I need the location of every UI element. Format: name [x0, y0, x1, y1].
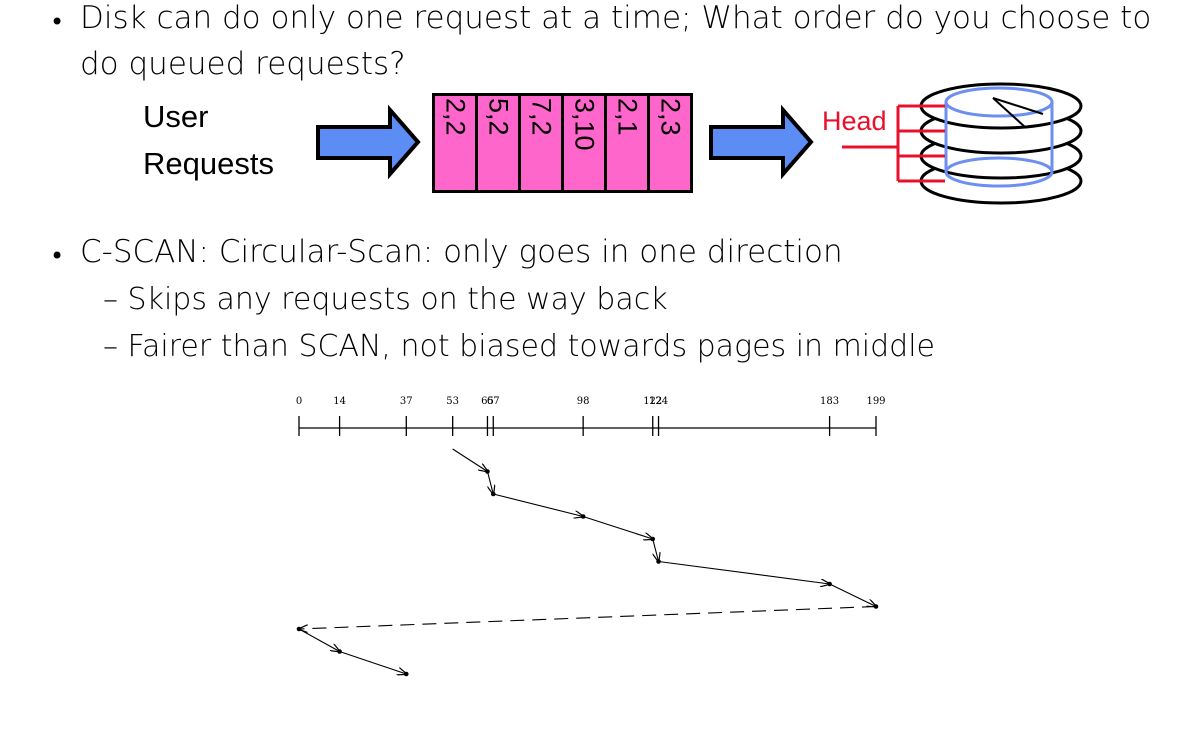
disk-icon: [919, 82, 1083, 205]
x-tick-label: 37: [400, 396, 413, 407]
request-point: [827, 581, 832, 587]
queue-item: 5,2: [478, 96, 521, 190]
bullet-line-1: Disk can do only one request at a time; …: [80, 0, 1152, 36]
request-point: [650, 536, 656, 542]
seek-segment: [582, 515, 653, 540]
queue-item: 7,2: [521, 96, 564, 190]
x-tick-label: 98: [577, 396, 590, 407]
seek-segment: [452, 448, 488, 472]
request-point: [296, 626, 302, 632]
x-tick-label: 122: [643, 396, 662, 407]
request-point: [485, 469, 490, 474]
x-tick-label: 67: [487, 396, 500, 407]
seek-segment: [486, 471, 493, 495]
seek-segment: [658, 560, 830, 585]
request-point: [337, 649, 342, 654]
queue-item: 2,3: [655, 98, 686, 136]
arrow-right-icon: [316, 104, 421, 180]
request-point: [580, 514, 586, 519]
seek-segment: [339, 650, 407, 675]
sub-bullet-2: – Fairer than SCAN, not biased towards p…: [103, 329, 936, 364]
x-tick-label: 199: [866, 396, 885, 407]
x-tick-label: 124: [649, 396, 668, 407]
user-label: User: [143, 99, 209, 134]
queue-item: 2,2: [435, 96, 478, 190]
request-point: [656, 559, 661, 564]
request-queue: 2,2 5,2 7,2 3,10 2,1 2,3: [432, 93, 693, 193]
return-sweep-segment: [299, 605, 877, 630]
x-tick-label: 0: [296, 396, 302, 407]
head-arm: [842, 104, 945, 183]
head-label: Head: [822, 106, 887, 136]
seek-segment: [652, 538, 659, 562]
x-tick-label: 53: [446, 396, 459, 407]
bullet-line-2: do queued requests?: [80, 46, 406, 82]
seek-segment: [829, 583, 876, 607]
request-point: [490, 491, 496, 497]
bullet-dot: •: [50, 8, 65, 36]
x-tick-label: 65: [481, 396, 494, 407]
arrow-right-icon: [709, 104, 814, 180]
queue-item: 3,10: [564, 96, 607, 190]
bullet-line-3: C-SCAN: Circular-Scan: only goes in one …: [80, 234, 843, 270]
x-tick-label: 183: [820, 396, 839, 407]
seek-segment: [493, 493, 583, 517]
request-point: [403, 671, 409, 677]
request-point: [873, 604, 879, 609]
queue-item: 2,1: [607, 96, 650, 190]
requests-label: Requests: [143, 146, 274, 181]
x-tick-label: 14: [333, 396, 346, 407]
sub-bullet-1: – Skips any requests on the way back: [103, 282, 668, 317]
bullet-dot: •: [50, 242, 65, 270]
seek-segment: [298, 628, 340, 652]
